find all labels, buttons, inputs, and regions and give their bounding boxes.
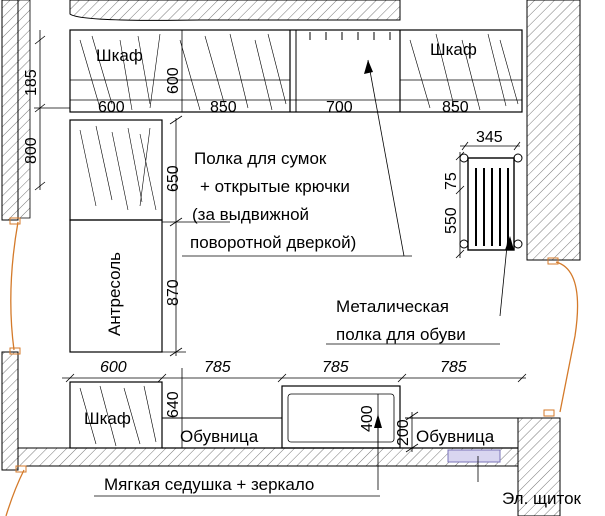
bag-shelf-label-line2: + открытые крючки <box>200 177 350 196</box>
door-marker <box>547 257 559 265</box>
shoe-shelf-label-line2: полка для обуви <box>336 325 466 344</box>
dim-600-vertical: 600 <box>165 67 182 94</box>
door-opening-right <box>555 261 579 413</box>
dim-top-850-b: 850 <box>442 99 469 116</box>
metal-shoe-rack <box>459 153 523 251</box>
wall-left-upper <box>1 0 19 221</box>
leader-arrow <box>374 414 382 428</box>
door-opening-left <box>10 221 19 351</box>
electric-panel-label: Эл. щиток <box>502 489 582 508</box>
dim-650: 650 <box>165 165 182 192</box>
dim-top-700: 700 <box>326 99 353 116</box>
wall-right-lower <box>517 417 561 516</box>
dim-mid-600: 600 <box>100 359 127 376</box>
dim-top-600: 600 <box>98 99 125 116</box>
wall-bottom <box>17 447 519 467</box>
bag-shelf-label-line3: (за выдвижной <box>192 205 309 224</box>
dim-550: 550 <box>443 207 460 234</box>
soft-seat <box>281 385 401 449</box>
electric-panel-box <box>447 449 501 463</box>
door-marker <box>543 409 555 417</box>
cabinet-top-left-label: Шкаф <box>96 46 143 65</box>
dimension-lines <box>34 30 527 497</box>
cabinet-bottom-left-label: Шкаф <box>84 409 131 428</box>
seat-mirror-label: Мягкая седушка + зеркало <box>104 475 314 494</box>
door-opening-bottom-left <box>5 469 25 516</box>
dim-185: 185 <box>23 69 40 96</box>
dim-top-850-a: 850 <box>210 99 237 116</box>
bag-shelf-label-line4: поворотной дверкой) <box>190 233 356 252</box>
dim-640: 640 <box>165 391 182 418</box>
dim-400: 400 <box>359 405 376 432</box>
bag-shelf-label-line1: Полка для сумок <box>194 149 327 168</box>
dim-800: 800 <box>23 137 40 164</box>
dim-mid-785-b: 785 <box>322 359 349 376</box>
dim-mid-785-a: 785 <box>204 359 231 376</box>
left-cabinet-column <box>69 119 163 353</box>
wall-left-lower <box>1 351 19 471</box>
mezzanine-label: Антресоль <box>105 252 124 336</box>
shoe-rack-right-label: Обувница <box>416 427 495 446</box>
dim-870: 870 <box>165 279 182 306</box>
dim-75: 75 <box>443 172 460 190</box>
wall-top-left-return <box>17 0 31 219</box>
door-marker <box>9 217 21 225</box>
soft-seat-cushion <box>287 393 395 443</box>
leader-arrow <box>364 60 373 74</box>
cabinet-top-right-label: Шкаф <box>430 40 477 59</box>
dim-345: 345 <box>476 129 503 146</box>
shoe-shelf-label-line1: Металическая <box>336 297 449 316</box>
shoe-rack-left-label: Обувница <box>180 427 259 446</box>
cabinet-bottom-left <box>69 381 163 449</box>
wall-top-curve <box>69 0 401 21</box>
dim-mid-785-c: 785 <box>440 359 467 376</box>
dim-200: 200 <box>395 419 412 446</box>
wall-right-upper <box>526 0 581 261</box>
leader-arrow <box>505 236 514 250</box>
top-cabinets <box>69 29 523 113</box>
door-marker <box>15 465 27 473</box>
door-marker <box>9 347 21 355</box>
